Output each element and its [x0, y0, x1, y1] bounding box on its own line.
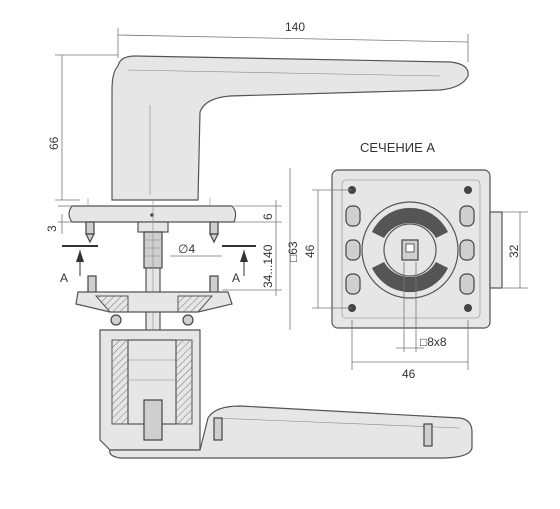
section-mark-right: A [222, 245, 256, 285]
back-mechanism [75, 275, 233, 451]
section-width-label: 46 [402, 367, 416, 381]
rose-screws [85, 221, 219, 244]
rose-plate [68, 198, 237, 223]
gap-label: 6 [261, 213, 275, 220]
section-view [331, 169, 503, 329]
section-height-label: 46 [303, 244, 317, 258]
section-letter-right: A [232, 271, 240, 285]
rose-square-dimension: □63 [286, 168, 300, 330]
length-dimension: 140 [117, 20, 469, 62]
rose-thickness-dimension: 3 [45, 205, 72, 234]
section-mark-left: A [60, 245, 98, 285]
diameter-label: ∅4 [178, 242, 195, 256]
lower-handle-lever [109, 405, 473, 459]
section-title: СЕЧЕНИЕ А [360, 140, 435, 155]
section-width-dimension: 46 [351, 320, 469, 381]
side-height-label: 32 [507, 244, 521, 258]
rose-square-label: □63 [286, 241, 300, 262]
section-letter-left: A [60, 271, 68, 285]
rose-thickness-label: 3 [45, 225, 59, 232]
spindle-label: □8x8 [420, 335, 447, 349]
door-thickness-label: 34...140 [261, 244, 275, 288]
spindle-dimension: □8x8 [396, 262, 447, 352]
handle-lever [111, 55, 469, 201]
height-dimension: 66 [47, 54, 118, 201]
side-height-dimension: 32 [502, 211, 528, 289]
section-height-dimension: 46 [303, 189, 352, 309]
door-thickness-dimension: 6 34...140 [222, 200, 282, 296]
length-label: 140 [285, 20, 305, 34]
diameter-dimension: ∅4 [170, 242, 222, 257]
height-label: 66 [47, 136, 61, 150]
